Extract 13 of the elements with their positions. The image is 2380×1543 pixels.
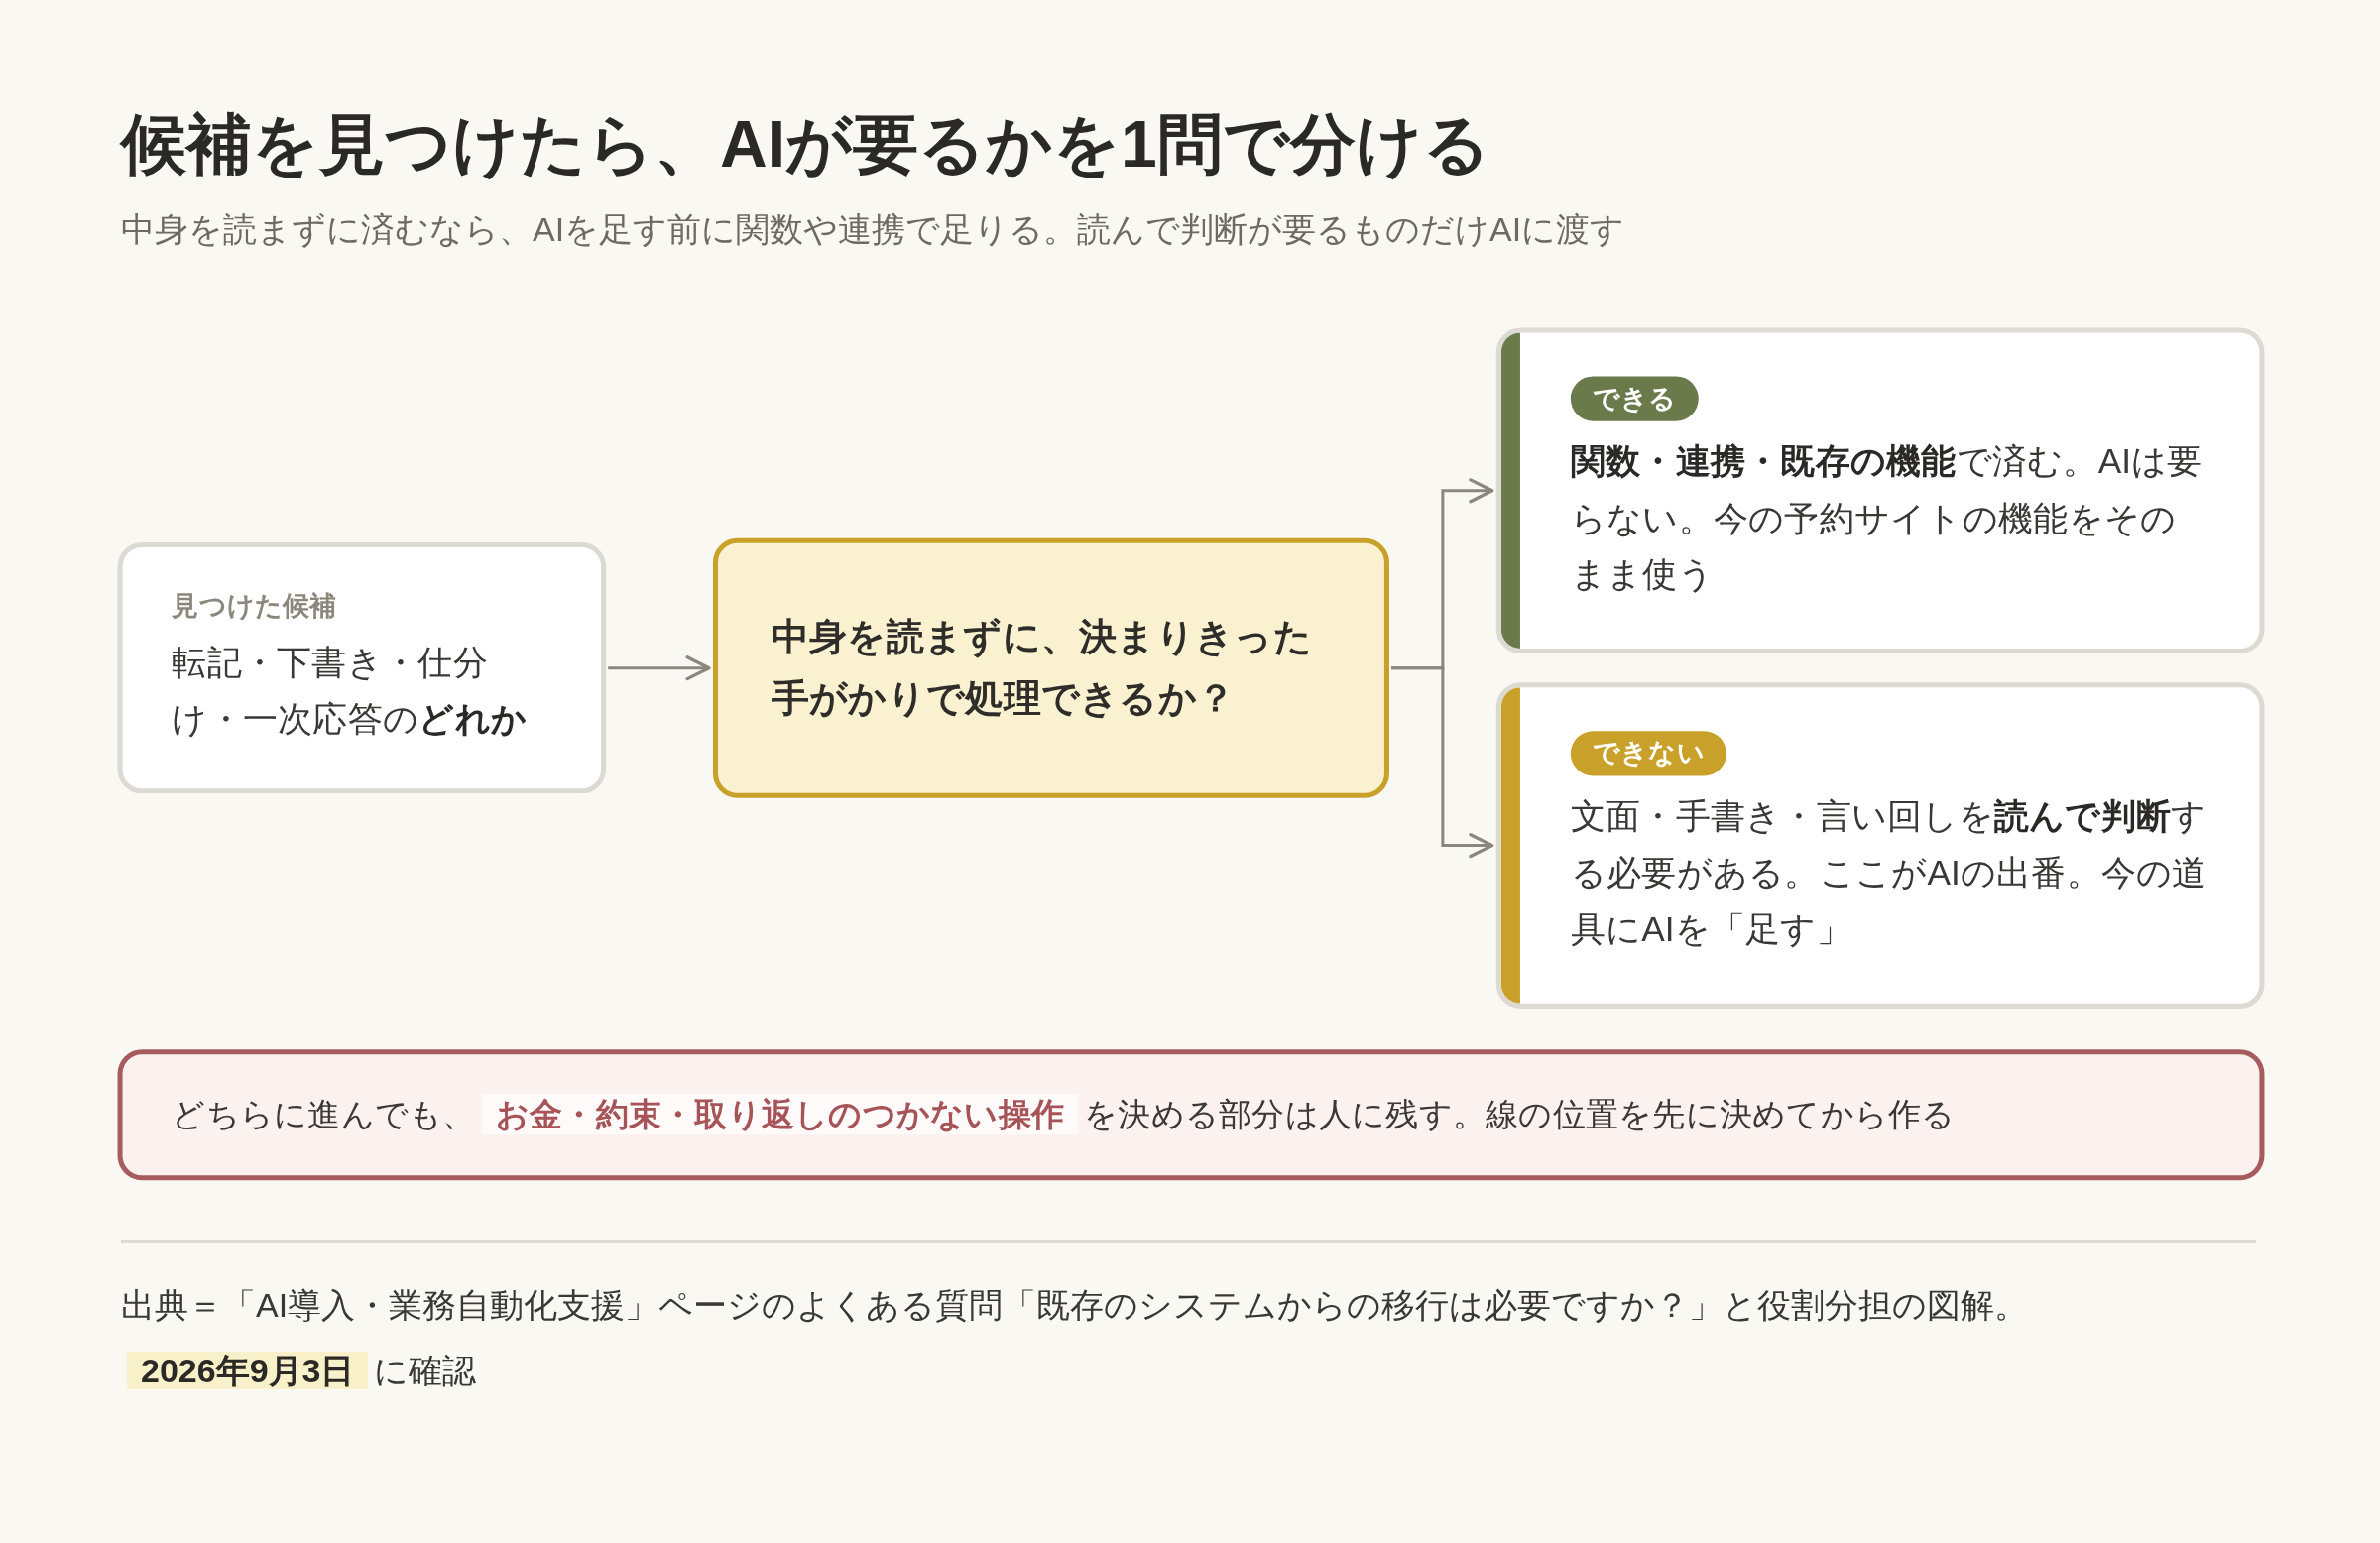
source-note: 出典＝「AI導入・業務自動化支援」ページのよくある質問「既存のシステムからの移行は必要ですか？」と役割分担の図解。2026年9月3日に確認 (121, 1285, 2030, 1391)
status-badge: できない (1570, 731, 1726, 776)
title: 候補を見つけたら、AIが要るかを1問で分ける (121, 106, 1490, 182)
subtitle: 中身を読まずに済むなら、AIを足す前に関数や連携で足りる。読んで判断が要るものだけAIに渡す (121, 209, 1625, 250)
status-badge: できる (1570, 376, 1699, 421)
arrow (608, 655, 711, 681)
question-text: 中身を読まずに、決まりきった手がかりで処理できるか？ (771, 615, 1312, 720)
box-text: 転記・下書き・仕分け・一次応答のどれか (172, 642, 528, 738)
box-text: 文面・手書き・言い回しを読んで判断する必要がある。ここがAIの出番。今の道具にAIを「足す」 (1570, 795, 2207, 949)
box-text: 関数・連携・既存の機能で済む。AIは要らない。今の予約サイトの機能をそのまま使う (1570, 440, 2202, 594)
note-text: どちらに進んでも、お金・約束・取り返しのつかない操作を決める部分は人に残す。線の位置を先に決めてから作る (172, 1096, 1956, 1133)
arrow (1391, 666, 1494, 859)
box-heading: 見つけた候補 (172, 589, 337, 624)
